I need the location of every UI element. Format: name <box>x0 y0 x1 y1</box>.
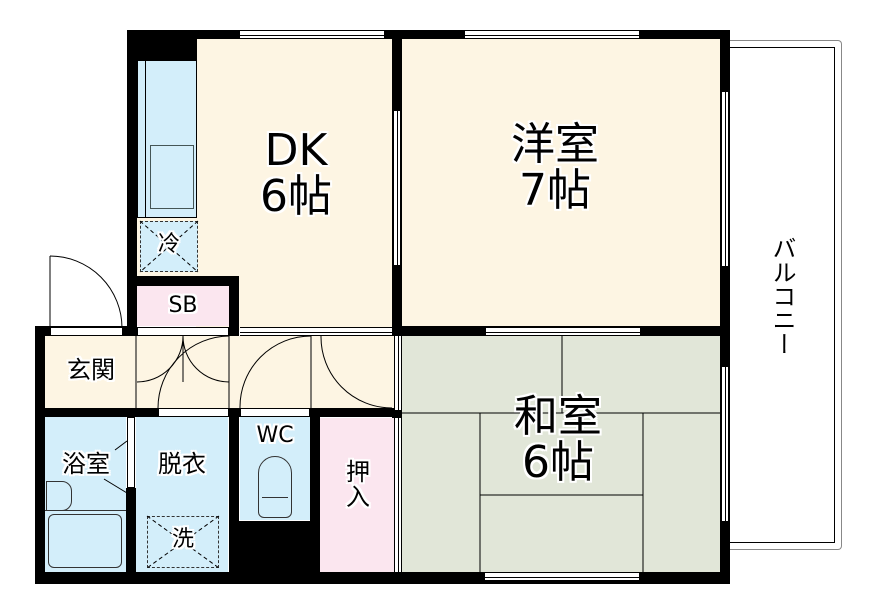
wall-top-left-block <box>127 30 197 60</box>
wall-left-outer <box>35 326 45 584</box>
washer-label: 洗 <box>171 527 194 552</box>
wall-pipe-shaft <box>239 521 311 576</box>
dressing-floor <box>136 416 228 572</box>
dressing-label: 脱衣 <box>158 450 206 478</box>
bathtub <box>48 514 122 568</box>
balcony-outer <box>730 40 842 550</box>
basin-divider <box>44 510 126 511</box>
dk-size: 6帖 <box>260 171 332 223</box>
window-western-right <box>721 92 729 266</box>
wall-dressing-wc <box>229 408 239 578</box>
window-dk-right <box>393 111 401 265</box>
bathroom-floor <box>44 416 126 572</box>
sliding-door-closet <box>394 418 402 572</box>
sliding-door-western-japanese <box>486 327 640 336</box>
window-western-top <box>465 30 639 39</box>
bathroom-label: 浴室 <box>62 450 110 478</box>
entrance-floor <box>44 336 136 410</box>
hallway-floor <box>136 336 396 410</box>
opening-entrance-door <box>50 327 123 336</box>
toilet-bowl <box>258 456 292 518</box>
window-japanese-right <box>721 367 729 521</box>
western-room-label: 洋室 7帖 <box>480 119 630 217</box>
shoe-box-label: SB <box>168 293 198 318</box>
toilet-label: WC <box>256 423 294 448</box>
wall-left-kitchen <box>127 30 137 330</box>
wall-closet-japanese <box>392 408 402 418</box>
entrance-label: 玄関 <box>67 356 115 384</box>
wall-shoebox-right <box>229 276 239 336</box>
opening-dressing <box>158 408 229 417</box>
balcony-label: バルコニー <box>768 236 796 356</box>
dk-name: DK <box>264 125 328 176</box>
opening-wc <box>240 408 310 417</box>
western-room-name: 洋室 <box>511 119 599 170</box>
kitchen-counter-edge <box>145 60 146 218</box>
sliding-door-dk-hall <box>240 327 392 336</box>
toilet-seat-line <box>262 497 288 498</box>
wall-wc-closet <box>310 408 320 578</box>
closet-label: 押入 <box>346 458 370 512</box>
window-japanese-bottom <box>485 572 639 581</box>
western-room-size: 7帖 <box>519 165 591 217</box>
washer-space <box>147 516 219 568</box>
dk-label: DK 6帖 <box>236 125 356 223</box>
sliding-door-hall-japanese <box>394 336 402 410</box>
wall-bath-dressing <box>126 488 136 578</box>
window-dk-top <box>240 30 384 39</box>
wall-right-outer <box>720 30 730 584</box>
kitchen-sink <box>150 145 194 209</box>
shoe-box-floor <box>136 286 230 326</box>
closet-floor <box>320 418 394 572</box>
japanese-room-label: 和室 6帖 <box>488 391 628 489</box>
japanese-room-size: 6帖 <box>522 437 594 489</box>
opening-shoe-box <box>137 327 229 336</box>
balcony-inner <box>730 47 835 543</box>
opening-bath-door <box>127 417 135 488</box>
wall-shoebox-top <box>127 276 239 286</box>
japanese-room-name: 和室 <box>514 391 602 442</box>
fridge-label: 冷 <box>157 232 180 257</box>
western-room-floor <box>402 38 722 328</box>
